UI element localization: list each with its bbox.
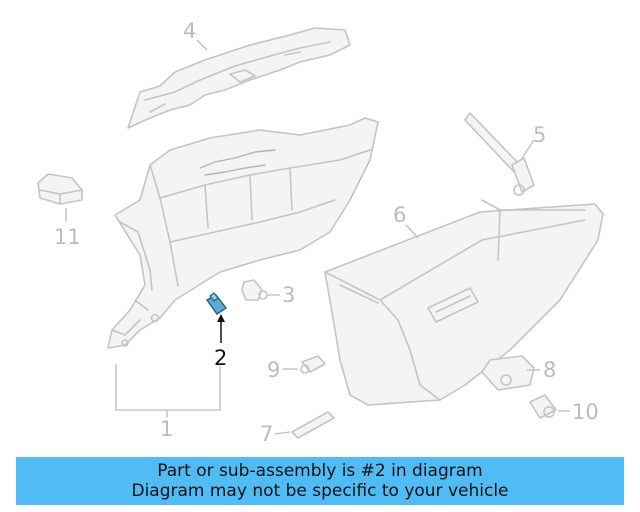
callout-2: 2	[214, 346, 227, 370]
banner-line-2: Diagram may not be specific to your vehi…	[131, 481, 509, 501]
callout-4: 4	[183, 19, 196, 43]
callout-9: 9	[267, 358, 280, 382]
callout-10: 10	[572, 400, 599, 424]
callout-5: 5	[533, 123, 546, 147]
info-banner: Part or sub-assembly is #2 in diagram Di…	[16, 457, 624, 505]
callout-11: 11	[54, 225, 81, 249]
part-11-switch	[37, 173, 83, 205]
callout-3: 3	[282, 283, 295, 307]
callout-6: 6	[393, 203, 406, 227]
part-1-housing	[107, 117, 379, 349]
part-2-bumper	[205, 292, 228, 315]
part-3-clip	[241, 279, 268, 301]
part-10-plug	[529, 394, 557, 419]
part-5-damper	[464, 112, 535, 196]
part-4-upper-panel	[127, 27, 351, 129]
part-9-bolt	[300, 355, 326, 374]
callout-8: 8	[543, 358, 556, 382]
banner-line-1: Part or sub-assembly is #2 in diagram	[157, 461, 483, 481]
leader-lines	[65, 39, 570, 435]
part-8-latch	[481, 355, 535, 391]
part-7-pin	[291, 411, 335, 439]
part-6-door	[324, 199, 604, 406]
callout-1: 1	[160, 417, 173, 441]
parts-diagram: 4 5 6 11 3 2 9 8 10 1 7	[37, 19, 604, 446]
callout-7: 7	[260, 422, 273, 446]
